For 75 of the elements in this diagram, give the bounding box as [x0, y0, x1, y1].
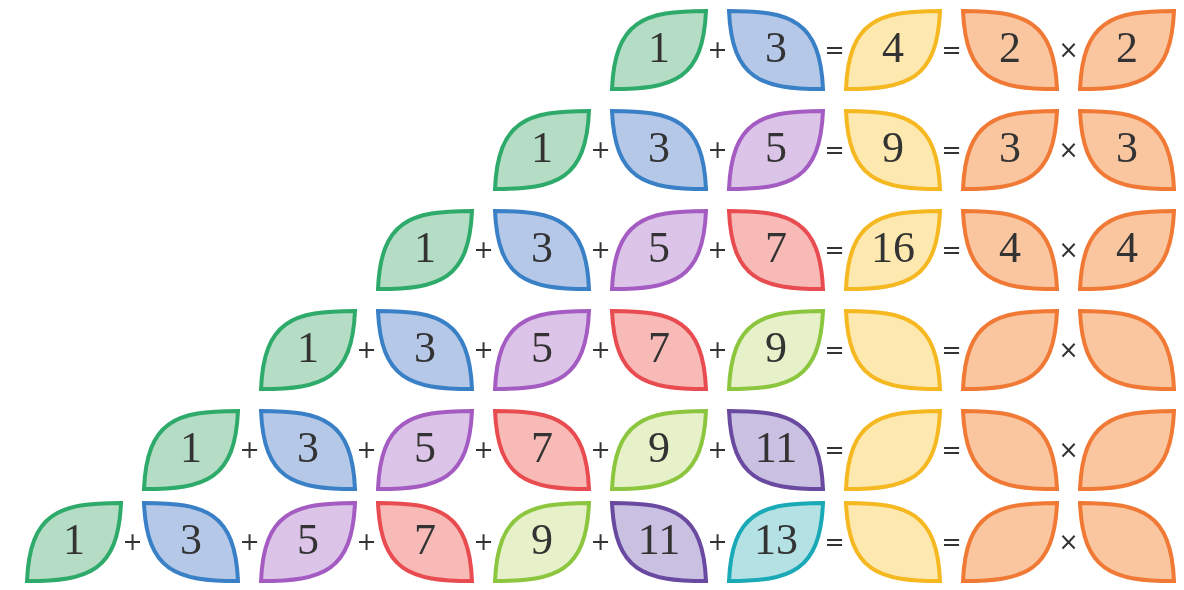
number: 2	[999, 22, 1021, 74]
number: 9	[882, 122, 904, 174]
math-symbol: ×	[1058, 36, 1079, 64]
math-symbol: +	[707, 236, 728, 264]
math-symbol: ×	[1058, 336, 1079, 364]
math-symbol: ×	[1058, 528, 1079, 556]
math-symbol: +	[473, 236, 494, 264]
number: 1	[531, 122, 553, 174]
number: 1	[180, 422, 202, 474]
number: 7	[414, 514, 436, 566]
number: 11	[637, 514, 681, 566]
number: 13	[754, 514, 798, 566]
number: 1	[648, 22, 670, 74]
number: 3	[999, 122, 1021, 174]
math-symbol: =	[824, 436, 845, 464]
math-symbol: ×	[1058, 236, 1079, 264]
number: 3	[765, 22, 787, 74]
math-symbol: =	[941, 436, 962, 464]
math-symbol: =	[941, 528, 962, 556]
math-symbol: +	[707, 136, 728, 164]
math-symbol: +	[356, 336, 377, 364]
math-symbol: =	[824, 528, 845, 556]
math-symbol: +	[707, 336, 728, 364]
number: 9	[765, 322, 787, 374]
number: 5	[297, 514, 319, 566]
number: 11	[754, 422, 798, 474]
number: 5	[531, 322, 553, 374]
math-symbol: +	[473, 436, 494, 464]
math-symbol: =	[824, 36, 845, 64]
math-symbol: +	[590, 336, 611, 364]
math-symbol: =	[941, 36, 962, 64]
number: 4	[882, 22, 904, 74]
number: 3	[180, 514, 202, 566]
number: 1	[297, 322, 319, 374]
math-symbol: +	[356, 436, 377, 464]
math-symbol: +	[473, 528, 494, 556]
number: 3	[297, 422, 319, 474]
math-symbol: +	[590, 528, 611, 556]
math-symbol: +	[356, 528, 377, 556]
math-symbol: +	[707, 436, 728, 464]
math-symbol: +	[590, 136, 611, 164]
number: 9	[648, 422, 670, 474]
math-symbol: =	[824, 136, 845, 164]
number: 1	[414, 222, 436, 274]
math-symbol: =	[941, 336, 962, 364]
math-symbol: +	[239, 528, 260, 556]
math-symbol: +	[707, 36, 728, 64]
number: 5	[414, 422, 436, 474]
number: 5	[648, 222, 670, 274]
number: 5	[765, 122, 787, 174]
number: 7	[648, 322, 670, 374]
math-symbol: =	[941, 136, 962, 164]
number: 7	[765, 222, 787, 274]
math-symbol: +	[590, 436, 611, 464]
math-symbol: +	[122, 528, 143, 556]
math-symbol: =	[824, 236, 845, 264]
math-symbol: ×	[1058, 136, 1079, 164]
math-symbol: =	[941, 236, 962, 264]
math-symbol: +	[707, 528, 728, 556]
number: 3	[414, 322, 436, 374]
number: 3	[1116, 122, 1138, 174]
number: 4	[999, 222, 1021, 274]
math-symbol: +	[590, 236, 611, 264]
number: 3	[531, 222, 553, 274]
math-symbol: =	[824, 336, 845, 364]
number: 4	[1116, 222, 1138, 274]
number: 16	[871, 222, 915, 274]
math-symbol: +	[239, 436, 260, 464]
number: 9	[531, 514, 553, 566]
number: 1	[63, 514, 85, 566]
math-symbol: ×	[1058, 436, 1079, 464]
number: 2	[1116, 22, 1138, 74]
math-symbol: +	[473, 336, 494, 364]
number: 7	[531, 422, 553, 474]
number: 3	[648, 122, 670, 174]
